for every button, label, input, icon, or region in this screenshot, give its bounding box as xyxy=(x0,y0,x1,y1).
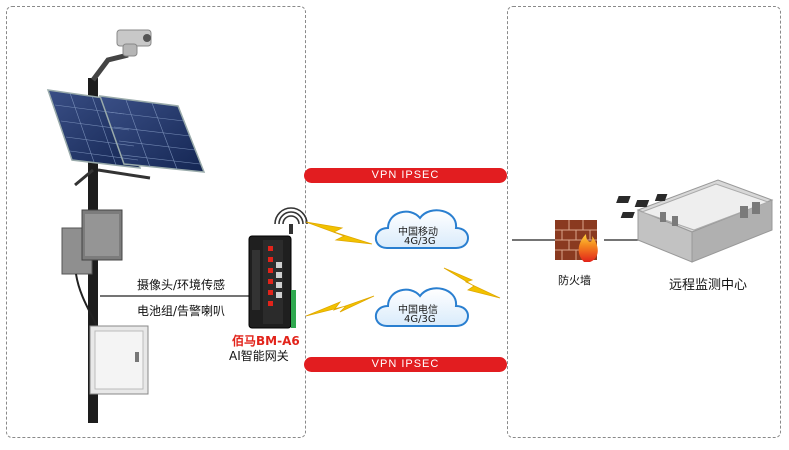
gateway-device-icon xyxy=(248,207,308,329)
cloud-telecom-network: 4G/3G xyxy=(404,314,436,325)
lightning-icon xyxy=(305,221,373,245)
solar-pole-illustration xyxy=(46,29,206,423)
cloud-mobile-network: 4G/3G xyxy=(404,236,436,247)
lightning-icon xyxy=(443,267,501,299)
cloud-mobile-name: 中国移动 xyxy=(398,227,438,238)
cloud-telecom-name: 中国电信 xyxy=(398,305,438,316)
vpn-ipsec-bottom-bar: VPN IPSEC xyxy=(304,357,507,372)
firewall-label: 防火墙 xyxy=(558,274,591,287)
wireless-signal-bolts xyxy=(305,221,501,317)
cloud-china-mobile-icon xyxy=(374,209,469,249)
vpn-ipsec-top-bar: VPN IPSEC xyxy=(304,168,507,183)
cloud-china-telecom-icon xyxy=(374,287,469,327)
gateway-model-label: 佰马BM-A6 xyxy=(232,334,300,348)
gateway-desc-label: AI智能网关 xyxy=(229,349,289,363)
camera-icon xyxy=(116,29,152,57)
monitoring-center-icon xyxy=(616,179,774,263)
remote-site-panel xyxy=(507,6,781,438)
wifi-icon xyxy=(274,207,308,225)
firewall-icon xyxy=(555,220,598,262)
field-site-panel xyxy=(6,6,306,438)
lightning-icon xyxy=(305,295,375,317)
battery-box-icon xyxy=(61,209,123,275)
monitoring-center-label: 远程监测中心 xyxy=(669,278,748,293)
solar-panel-icon xyxy=(46,89,206,173)
battery-alarm-label: 电池组/告警喇叭 xyxy=(137,304,226,318)
sensor-label: 摄像头/环境传感 xyxy=(137,278,226,292)
control-box-icon xyxy=(89,325,149,395)
